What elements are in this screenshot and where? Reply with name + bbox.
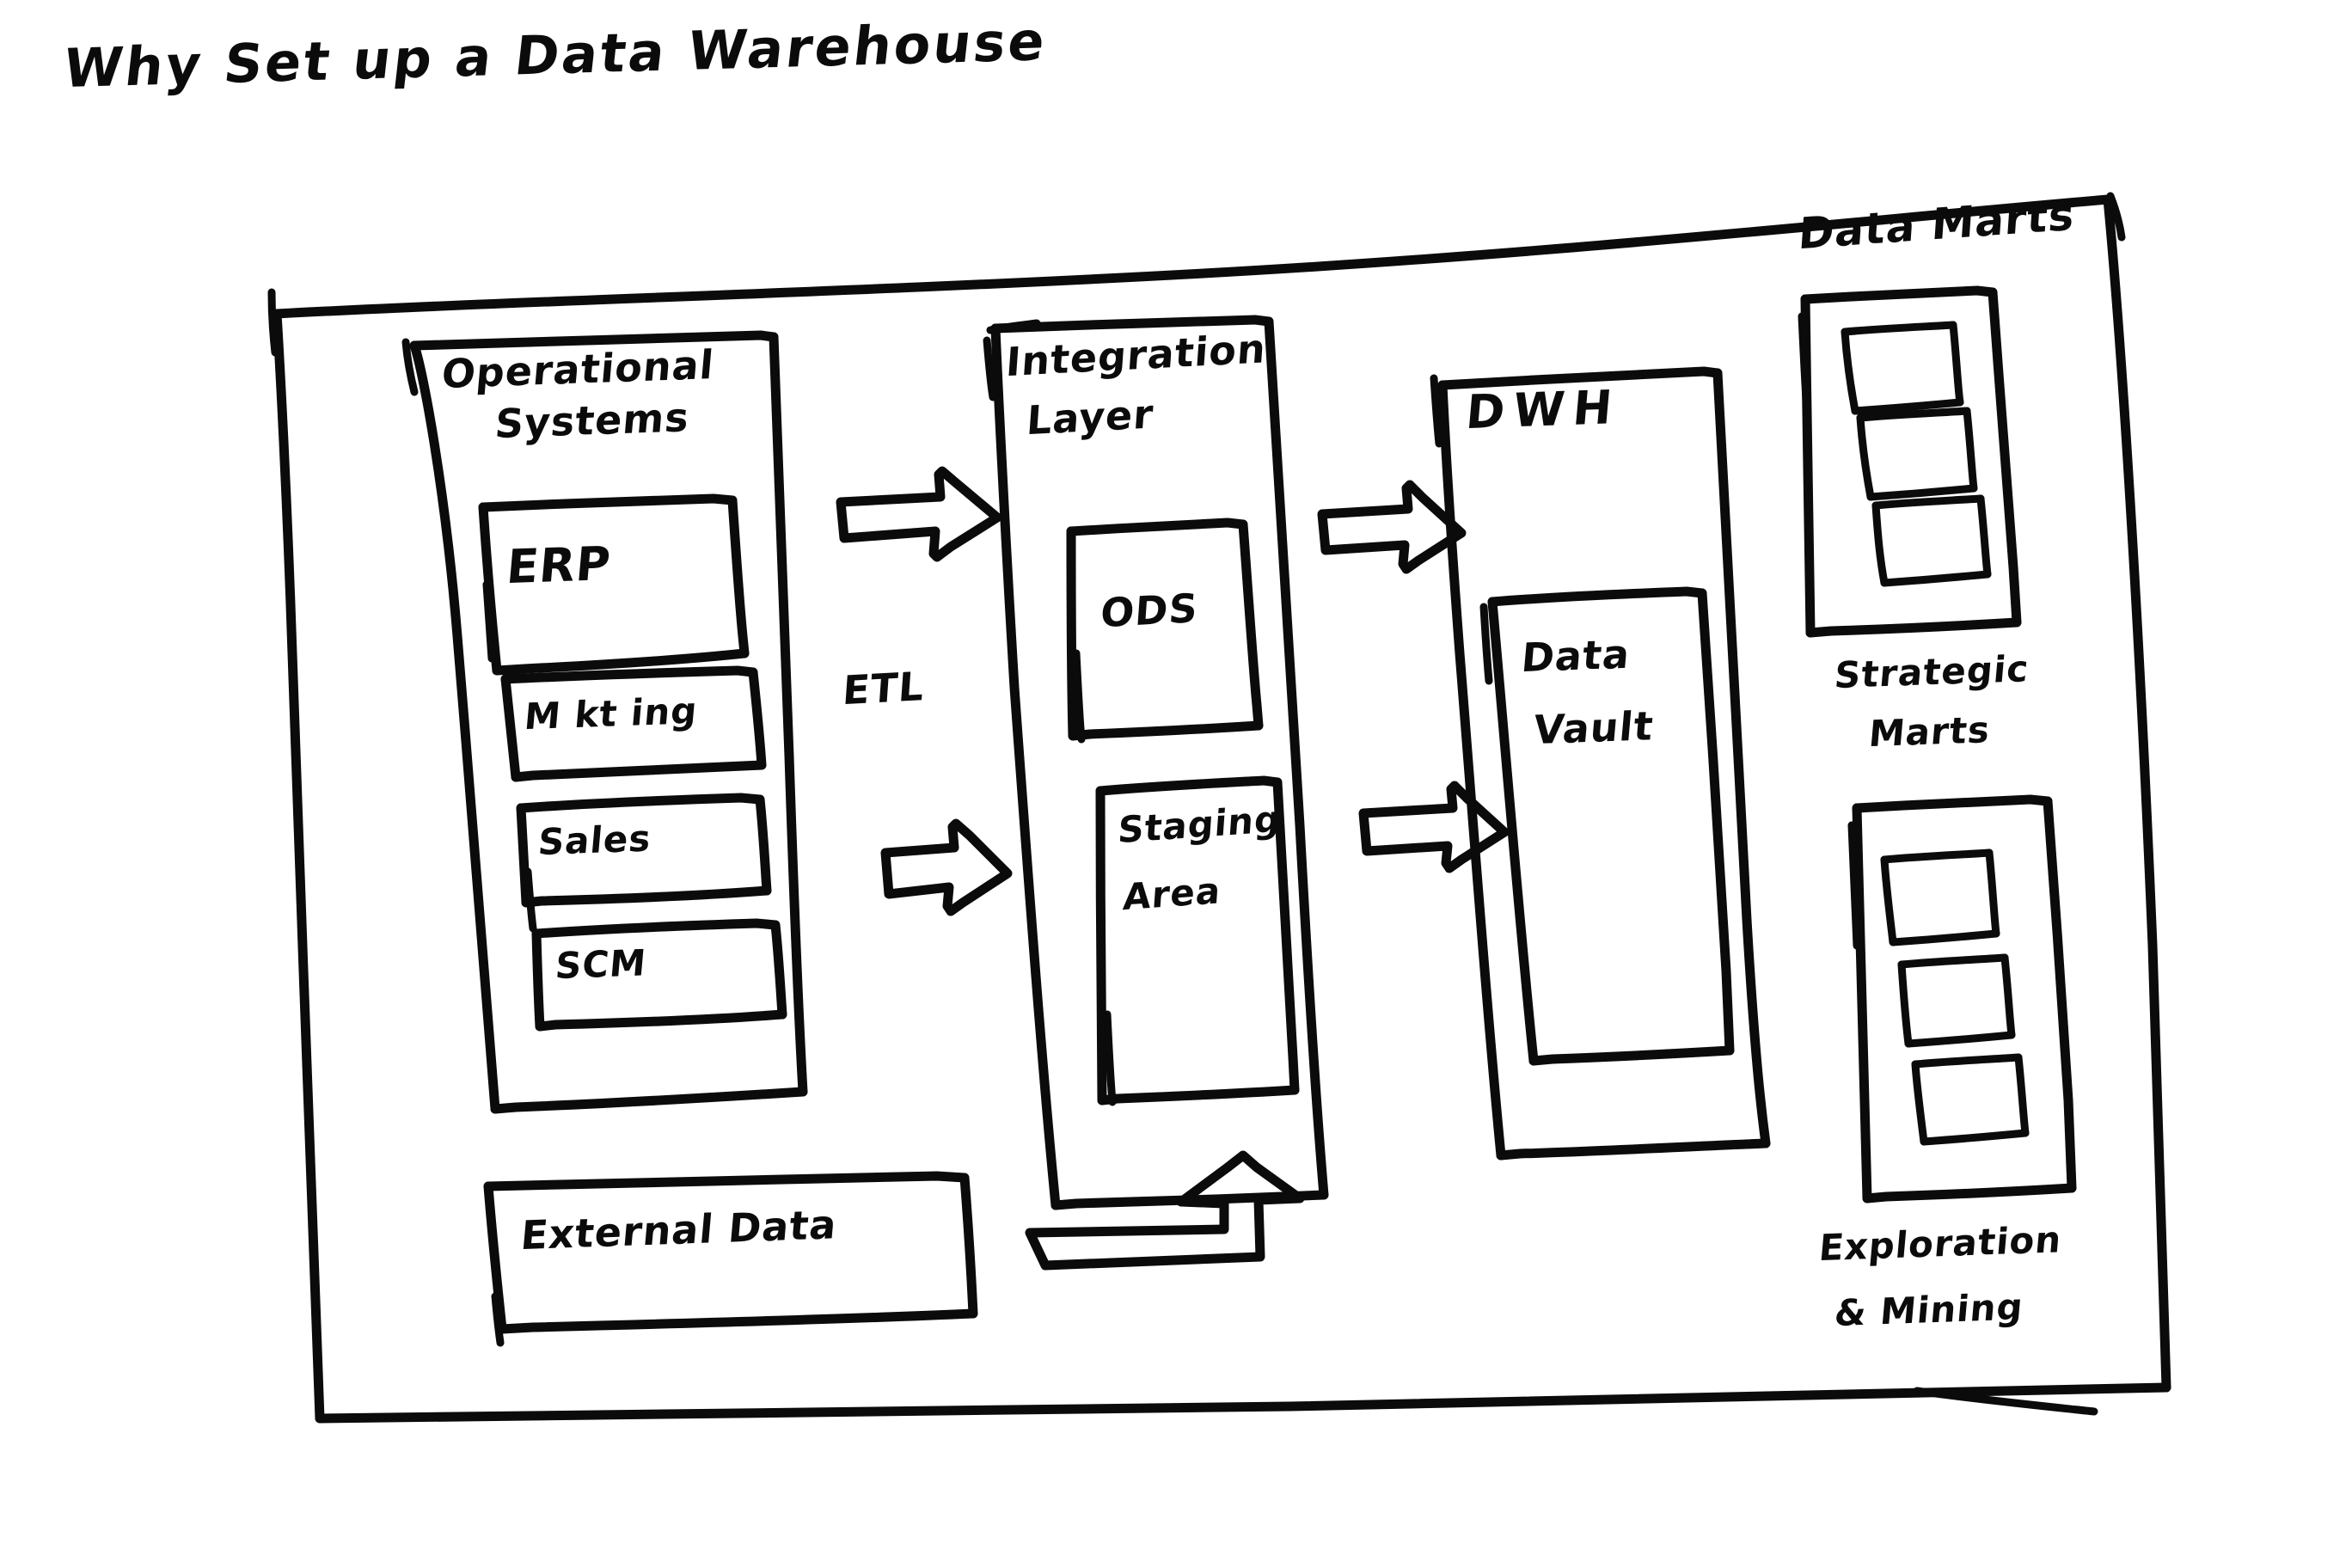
strategic-mart-cell-1 [1841, 321, 1964, 415]
sales-label: Sales [536, 817, 653, 864]
strategic-marts-caption-line1: Strategic [1832, 647, 2031, 697]
staging-area-label-line2: Area [1121, 869, 1222, 919]
exploration-mart-cell-2 [1897, 953, 2016, 1048]
arrow-external-to-staging [1025, 1150, 1305, 1271]
data-vault-label-line2: Vault [1531, 702, 1656, 754]
dwh-box [1430, 366, 1771, 1161]
external-data-box [483, 1171, 978, 1347]
ods-label: ODS [1099, 585, 1200, 637]
sales-box [516, 793, 772, 933]
external-data-label: External Data [518, 1201, 839, 1259]
exploration-mining-caption-line1: Exploration [1816, 1218, 2064, 1270]
integration-layer-box [983, 315, 1329, 1210]
strategic-marts-box [1798, 285, 2022, 638]
erp-label: ERP [504, 536, 614, 595]
data-vault-label-line1: Data [1519, 630, 1632, 682]
mkting-label: M kt ing [522, 689, 700, 738]
scm-box [531, 918, 787, 1032]
operational-systems-box [401, 330, 808, 1114]
data-vault-box [1479, 586, 1735, 1066]
arrow-integration-to-dwh-top [1317, 480, 1467, 574]
strategic-mart-cell-3 [1871, 494, 1992, 587]
integration-layer-heading-line2: Layer [1025, 390, 1155, 444]
outer-frame [267, 192, 2171, 1424]
exploration-mining-caption-line2: & Mining [1832, 1285, 2025, 1335]
arrow-ops-to-integration-bottom [880, 818, 1013, 916]
strategic-mart-cell-2 [1856, 407, 1978, 501]
etl-label: ETL [841, 663, 927, 714]
dwh-heading: DWH [1463, 379, 1623, 440]
operational-systems-heading-line2: Systems [493, 394, 692, 448]
staging-area-box [1095, 775, 1300, 1106]
erp-box [478, 493, 750, 676]
arrow-staging-to-datavault [1358, 781, 1510, 873]
exploration-mart-cell-1 [1880, 848, 2000, 946]
exploration-mart-cell-3 [1911, 1053, 2030, 1146]
arrow-ops-to-integration-top [836, 466, 1002, 562]
operational-systems-heading-line1: Operational [439, 340, 717, 398]
mkting-box [500, 665, 767, 782]
exploration-mining-box [1847, 794, 2077, 1204]
scm-label: SCM [553, 941, 649, 988]
ods-box [1066, 518, 1264, 744]
strategic-marts-caption-line2: Marts [1866, 708, 1993, 756]
